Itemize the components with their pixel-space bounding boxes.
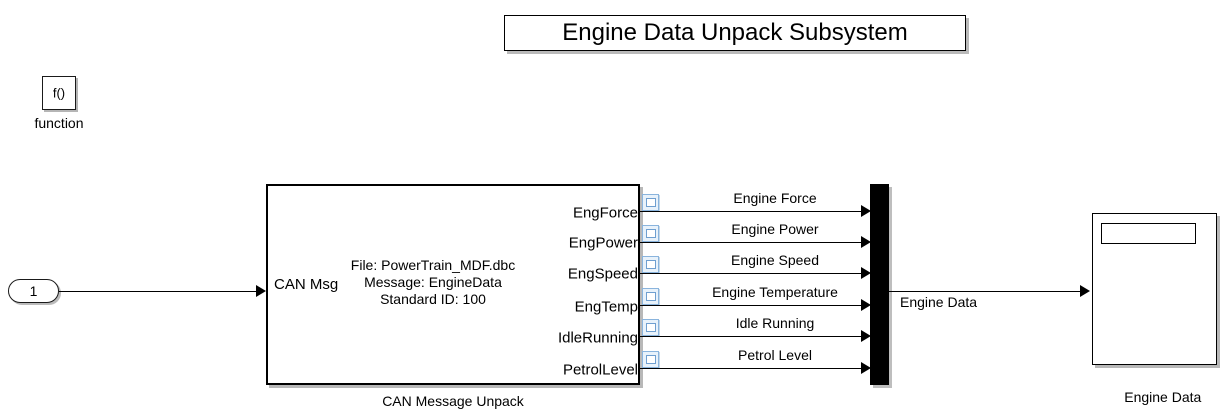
signal-spec-icon-engspeed[interactable] [642,256,659,273]
can-message-unpack-block[interactable]: CAN Msg File: PowerTrain_MDF.dbc Message… [266,184,640,385]
output-port-label-engforce: EngForce [572,204,638,222]
output-port-label-petrollevel: PetrolLevel [562,361,638,379]
wire-engine-force [640,211,864,212]
wire-engine-speed [640,273,864,274]
function-block-label: function [34,115,84,131]
signal-label-petrol-level: Petrol Level [738,347,812,363]
output-port-label-engspeed: EngSpeed [567,265,638,283]
title-annotation[interactable]: Engine Data Unpack Subsystem [504,15,966,51]
wire-engine-temperature [640,305,864,306]
arrow-idle-running [861,330,871,342]
signal-label-engine-temperature: Engine Temperature [712,284,838,300]
arrow-engine-speed [861,267,871,279]
bus-creator-block[interactable] [870,184,889,385]
arrow-into-display [1080,285,1090,297]
arrow-petrol-level [861,362,871,374]
output-port-label-idlerunning: IdleRunning [557,329,638,347]
arrow-engine-force [861,205,871,217]
signal-label-idle-running: Idle Running [735,315,815,331]
signal-spec-icon-engforce[interactable] [642,194,659,211]
can-message-unpack-block-label: CAN Message Unpack [382,393,524,409]
inport-block-1[interactable]: 1 [8,279,59,303]
engine-data-display-block-label: Engine Data Display [1083,370,1226,417]
output-port-label-engtemp: EngTemp [574,298,638,316]
signal-label-engine-power: Engine Power [731,221,819,237]
engine-data-display-block[interactable] [1092,213,1217,365]
display-label-line1: Engine Data [1124,389,1202,405]
arrow-engine-temperature [861,299,871,311]
signal-label-engine-speed: Engine Speed [731,252,819,268]
wire-engine-data-bus [889,291,1081,292]
arrow-into-unpack [256,285,266,297]
function-call-icon: f() [52,85,66,101]
signal-label-engine-force: Engine Force [733,190,817,206]
wire-inport-to-unpack [59,291,256,292]
unpack-body-text: File: PowerTrain_MDF.dbc Message: Engine… [350,257,516,307]
function-call-block[interactable]: f() [42,76,76,110]
wire-engine-power [640,242,864,243]
signal-spec-icon-idlerunning[interactable] [642,319,659,336]
display-value-field [1101,223,1196,244]
unpack-input-port-label: CAN Msg [274,276,339,293]
signal-spec-icon-engpower[interactable] [642,225,659,242]
wire-idle-running [640,336,864,337]
output-port-label-engpower: EngPower [568,234,638,252]
wire-petrol-level [640,368,864,369]
signal-spec-icon-petrollevel[interactable] [642,351,659,368]
arrow-engine-power [861,236,871,248]
title-annotation-text: Engine Data Unpack Subsystem [562,19,908,46]
inport-number-label: 1 [29,283,38,299]
signal-label-engine-data: Engine Data [900,294,978,310]
signal-spec-icon-engtemp[interactable] [642,288,659,305]
